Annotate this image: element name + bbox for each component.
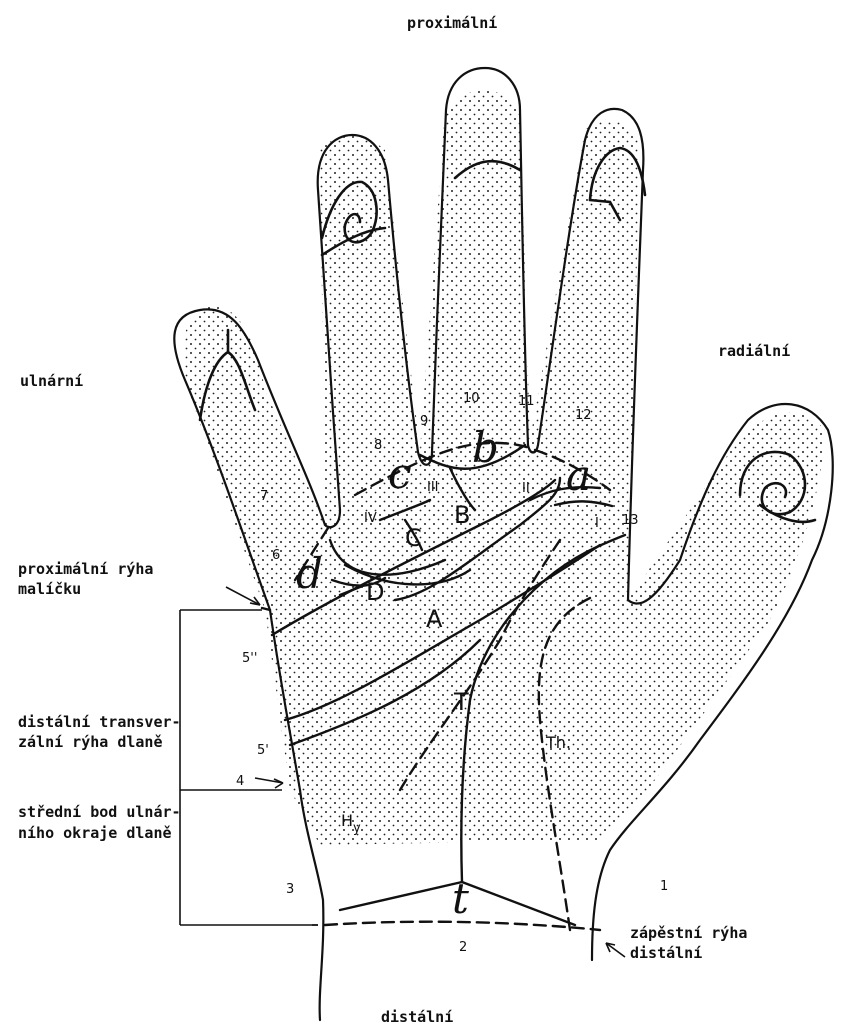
point-5-double-prime: 5'': [242, 651, 257, 666]
point-1: 1: [660, 879, 668, 894]
ridge-stipple: [183, 90, 825, 845]
area-IV: IV: [364, 511, 377, 526]
point-5-prime: 5': [257, 743, 269, 758]
annotation-ulnar-midpoint-line1: střední bod ulnár-: [18, 803, 181, 821]
point-4: 4: [236, 774, 244, 789]
point-6: 6: [272, 548, 280, 563]
point-12: 12: [575, 408, 592, 423]
triradius-d: d: [296, 549, 323, 598]
annotation-distal-transverse-line2: zální rýha dlaně: [18, 733, 163, 751]
area-hypothenar-main: H: [341, 811, 353, 830]
point-9: 9: [420, 414, 428, 429]
main-line-B: B: [454, 501, 470, 529]
point-10: 10: [463, 391, 480, 406]
annotation-wrist-crease-line1: zápěstní rýha: [630, 924, 747, 942]
triradius-b: b: [472, 423, 499, 472]
area-I: I: [595, 516, 599, 531]
main-line-D: D: [366, 578, 384, 606]
annotation-proximal-crease-line2: malíčku: [18, 580, 81, 598]
point-3: 3: [286, 882, 294, 897]
triradius-c: c: [388, 449, 412, 498]
triradius-a: a: [566, 451, 591, 500]
main-line-C: C: [405, 524, 422, 552]
point-7: 7: [260, 489, 268, 504]
main-line-T: T: [453, 688, 469, 716]
area-thenar: Th.: [545, 733, 571, 752]
label-ulnar: ulnární: [20, 372, 83, 390]
area-II: II: [522, 481, 530, 496]
area-III: III: [427, 480, 439, 495]
point-11: 11: [518, 394, 535, 409]
label-distal: distální: [381, 1008, 453, 1026]
annotation-ulnar-midpoint-line2: ního okraje dlaně: [18, 824, 172, 842]
label-radial: radiální: [718, 342, 790, 360]
annotation-proximal-crease-line1: proximální rýha: [18, 560, 153, 578]
point-2: 2: [459, 940, 467, 955]
point-8: 8: [374, 438, 382, 453]
annotation-distal-transverse-line1: distální transver-: [18, 713, 181, 731]
point-13: 13: [622, 513, 639, 528]
annotation-wrist-crease-line2: distální: [630, 944, 702, 962]
area-hypothenar-sub: y: [353, 821, 361, 836]
label-proximal: proximální: [407, 14, 497, 32]
main-line-A: A: [426, 605, 443, 633]
triradius-t: t: [452, 874, 469, 923]
